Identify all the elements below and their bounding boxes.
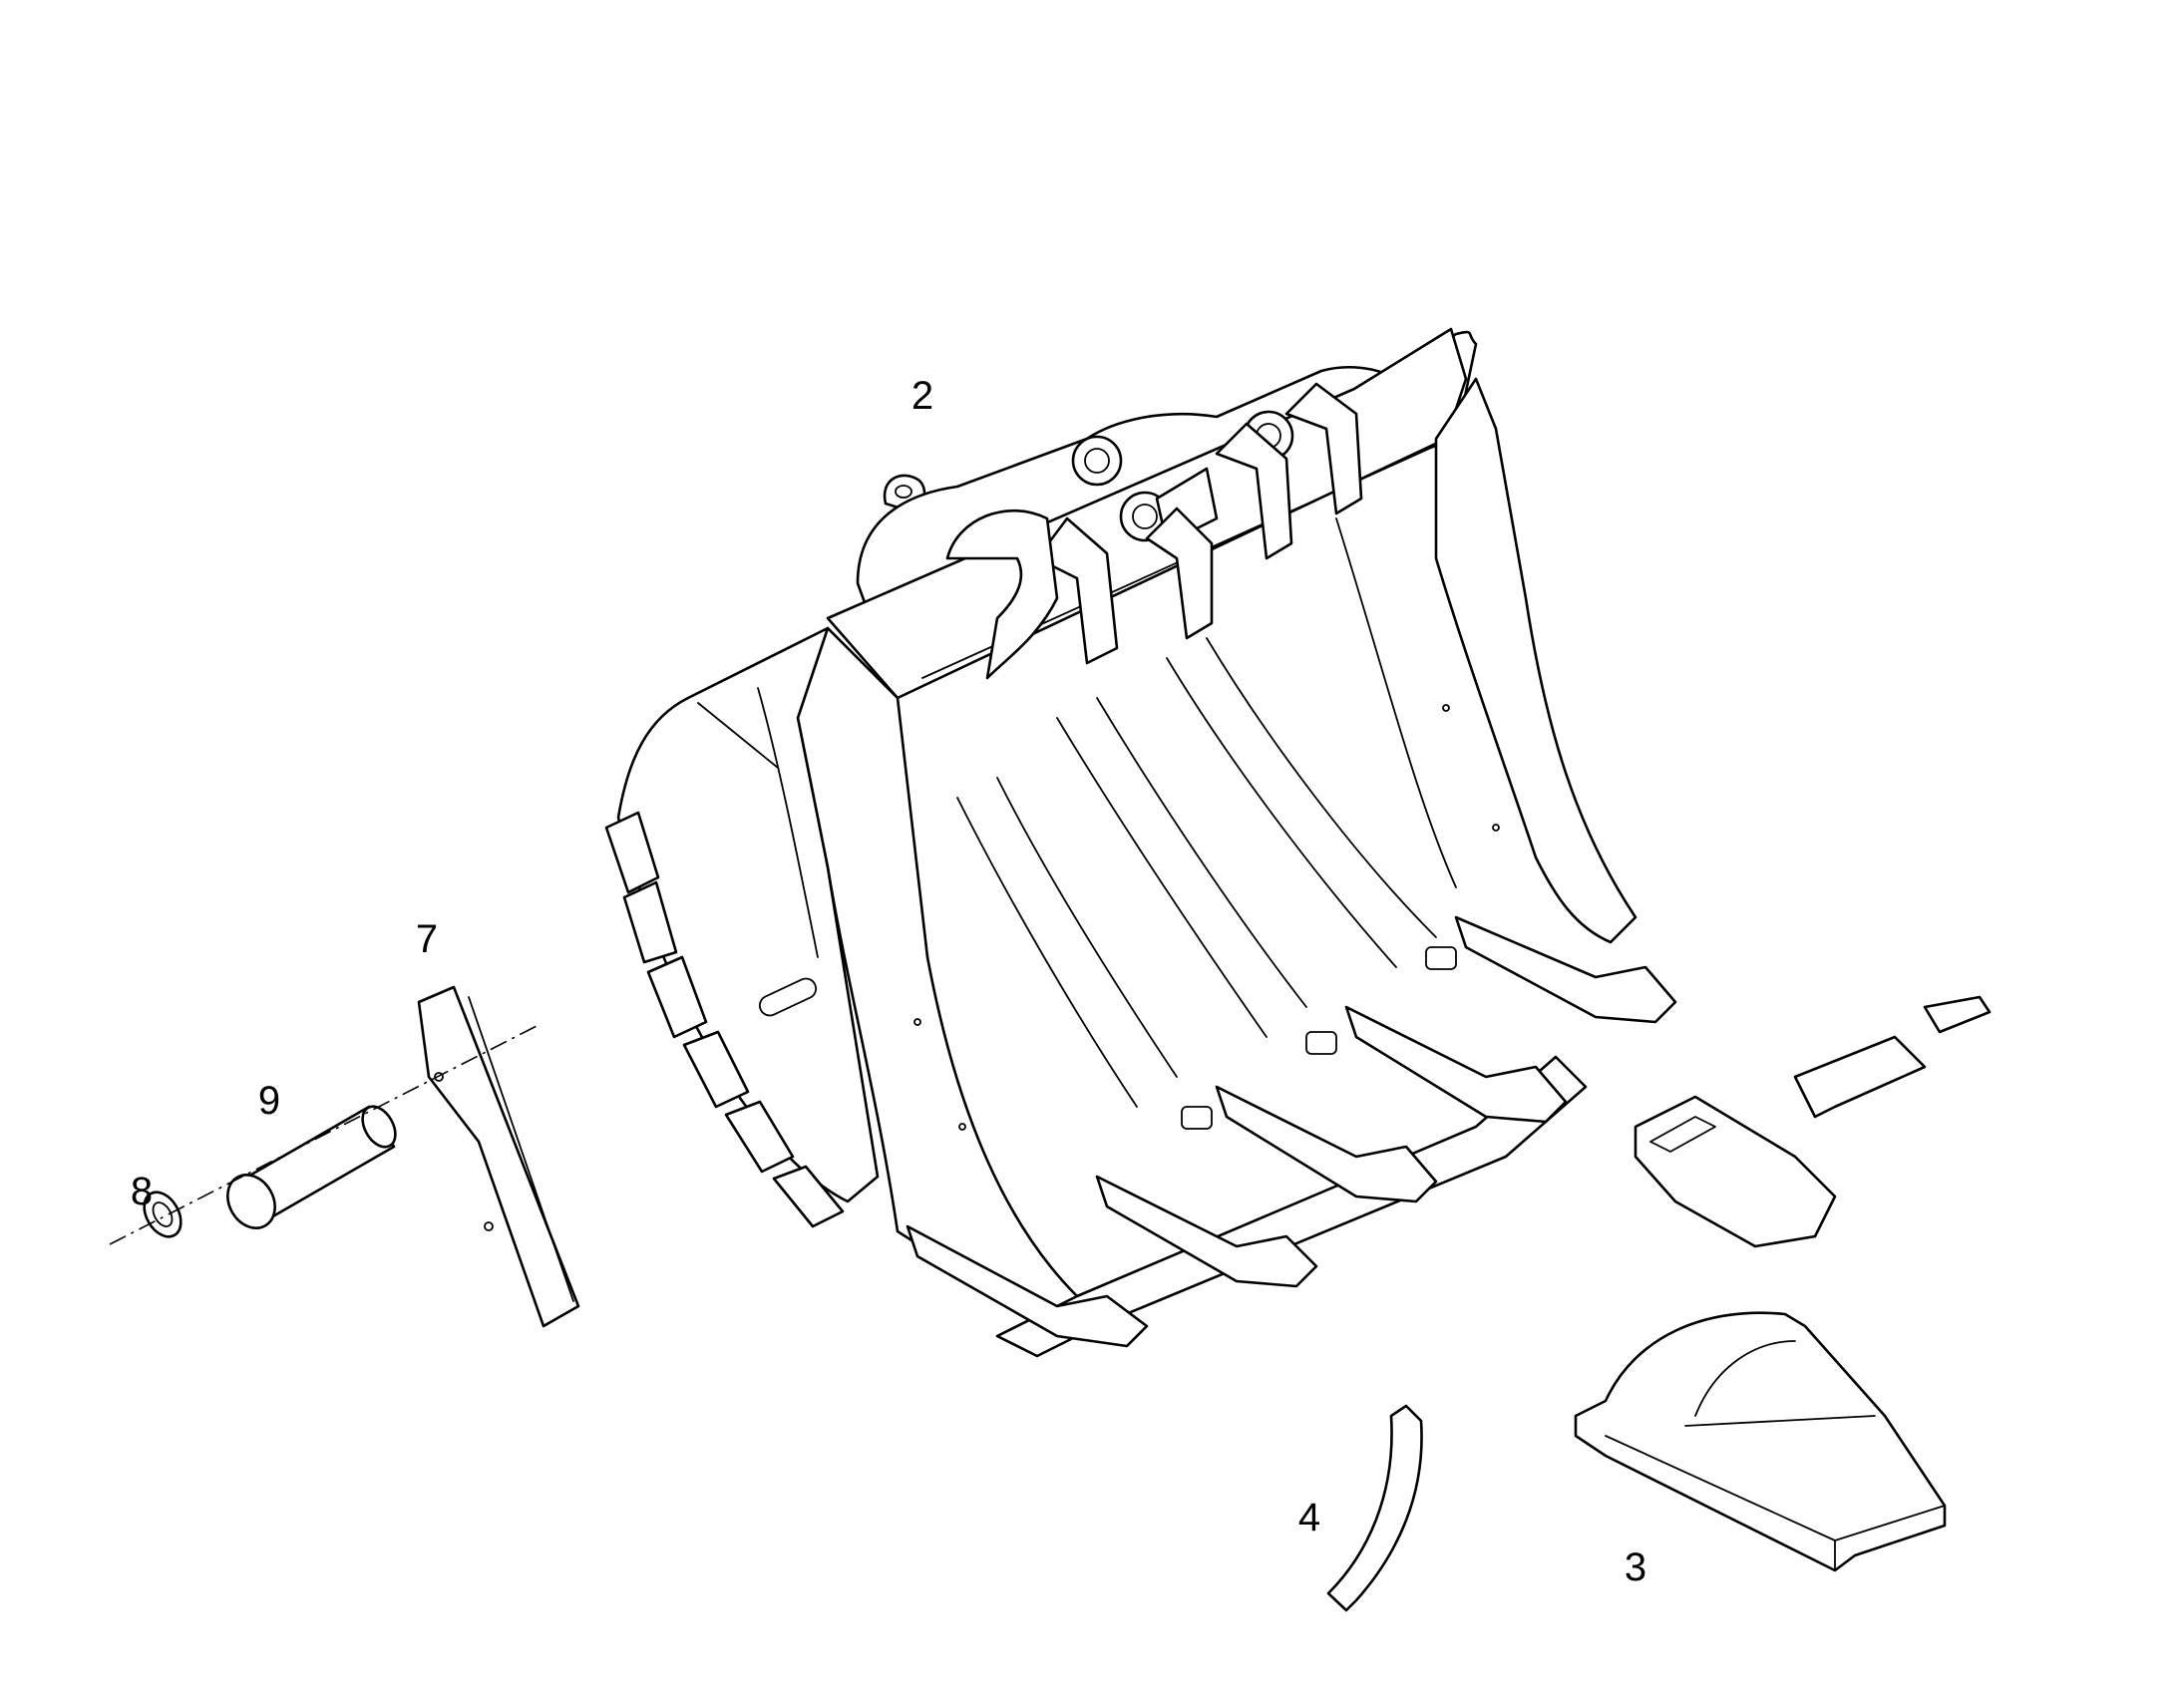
tooth-adapter-parts bbox=[1634, 995, 1992, 1248]
tooth-tip-part bbox=[1574, 1311, 1947, 1572]
callout-pin: 9 bbox=[258, 1079, 280, 1123]
callout-tooth-tip: 3 bbox=[1625, 1545, 1646, 1589]
retainer-part bbox=[1326, 1404, 1423, 1612]
callout-side-cutter: 7 bbox=[416, 917, 438, 961]
side-cutter-part bbox=[417, 985, 580, 1328]
callout-washer: 8 bbox=[131, 1170, 153, 1213]
callout-retainer: 4 bbox=[1298, 1496, 1320, 1539]
callout-bucket: 2 bbox=[911, 374, 933, 418]
assembly-axis-line bbox=[109, 1024, 540, 1245]
pin-part bbox=[226, 1105, 397, 1229]
washer-part bbox=[143, 1191, 182, 1238]
bucket-assembly bbox=[604, 327, 1677, 1358]
